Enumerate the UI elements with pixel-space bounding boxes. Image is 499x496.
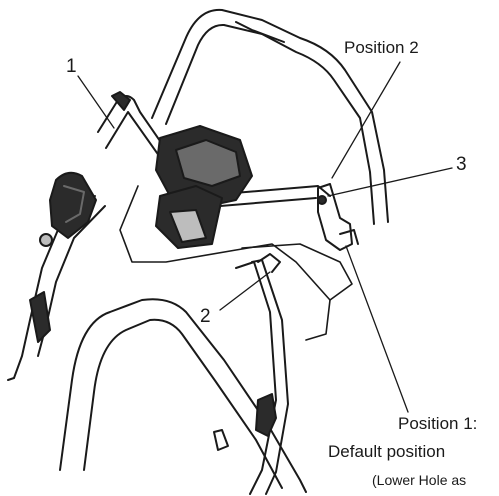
lower-handle-right-bar	[235, 259, 289, 495]
callout-position-1-note: (Lower Hole as	[372, 472, 467, 488]
callout-position-1-title: Position 1:	[398, 414, 478, 433]
leader-1	[77, 75, 115, 129]
callout-2: 2	[200, 306, 211, 327]
callout-position-1-desc: Default position	[328, 442, 446, 461]
leader-position-2	[331, 61, 401, 179]
callout-3: 3	[456, 154, 467, 175]
upper-hole	[317, 195, 327, 205]
leader-3	[327, 167, 453, 197]
leader-2	[219, 271, 271, 311]
callout-1: 1	[66, 56, 77, 77]
pin	[257, 253, 281, 273]
left-grip	[49, 171, 97, 239]
catcher-frame	[119, 185, 331, 341]
upper-handle	[151, 8, 389, 225]
lower-plate	[255, 393, 277, 437]
leader-position-1	[345, 245, 409, 413]
callout-position-2: Position 2	[344, 38, 419, 57]
lower-handle-left	[59, 298, 307, 493]
